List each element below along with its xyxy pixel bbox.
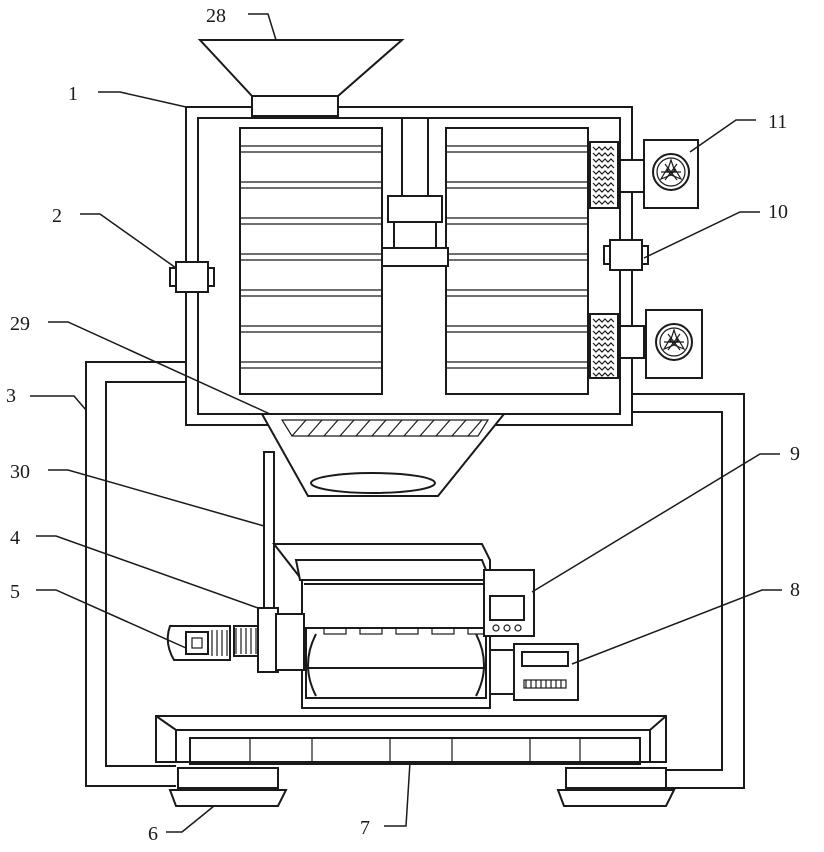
conveyor-body: [274, 544, 490, 708]
label-1: 1: [68, 83, 78, 105]
discharge-funnel: [262, 414, 504, 496]
label-7: 7: [360, 817, 370, 839]
label-3: 3: [6, 385, 16, 407]
label-4: 4: [10, 527, 20, 549]
label-2: 2: [52, 205, 62, 227]
central-shaft: [382, 118, 448, 266]
label-10: 10: [768, 201, 788, 223]
control-box: [484, 570, 534, 636]
upper-heater-grille: [590, 142, 618, 208]
right-wall-coupling: [604, 240, 648, 270]
left-foot: [170, 768, 286, 806]
right-foot: [558, 768, 674, 806]
base-conveyor: [156, 716, 666, 764]
label-28: 28: [206, 5, 226, 27]
label-5: 5: [10, 581, 20, 603]
label-9: 9: [790, 443, 800, 465]
motor-assembly: [168, 608, 304, 672]
left-shelf-stack: [240, 128, 382, 394]
label-30: 30: [10, 461, 30, 483]
label-11: 11: [768, 111, 787, 133]
left-wall-coupling: [170, 262, 214, 292]
label-6: 6: [148, 823, 158, 845]
label-29: 29: [10, 313, 30, 335]
right-shelf-stack: [446, 128, 588, 394]
vertical-plate: [264, 452, 274, 612]
label-8: 8: [790, 579, 800, 601]
output-unit: [490, 644, 578, 700]
lower-heater-grille: [590, 314, 618, 378]
